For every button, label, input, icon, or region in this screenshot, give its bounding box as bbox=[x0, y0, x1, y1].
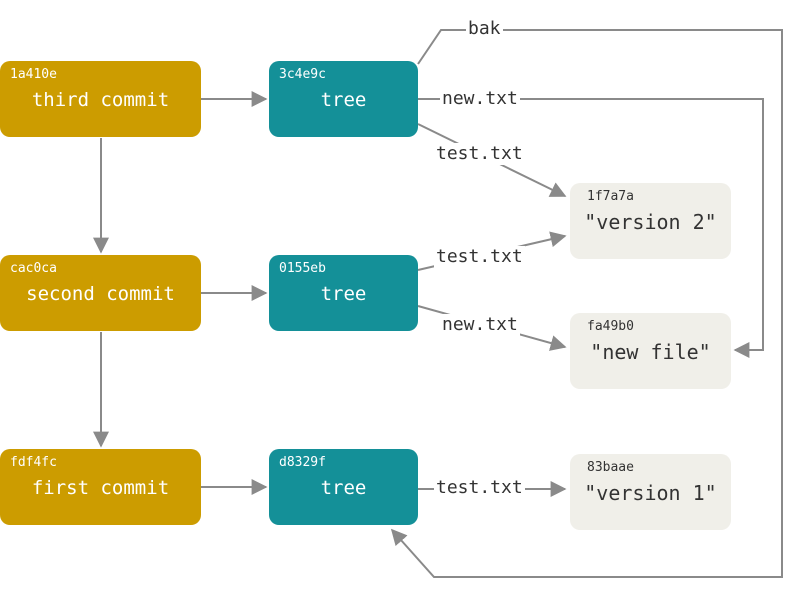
edge-label-tree2-test: test.txt bbox=[434, 246, 525, 268]
tree-node-d8329f: d8329f tree bbox=[269, 449, 418, 525]
commit-node-first: fdf4fc first commit bbox=[0, 449, 201, 525]
tree-node-3c4e9c: 3c4e9c tree bbox=[269, 61, 418, 137]
commit-hash: fdf4fc bbox=[10, 455, 57, 470]
blob-node-1f7a7a: 1f7a7a "version 2" bbox=[570, 183, 731, 259]
blob-node-83baae: 83baae "version 1" bbox=[570, 454, 731, 530]
blob-hash: 83baae bbox=[587, 460, 634, 475]
edge-tree1-new bbox=[418, 98, 764, 358]
commit-label: second commit bbox=[26, 283, 175, 305]
commit-label: third commit bbox=[31, 89, 170, 111]
blob-hash: fa49b0 bbox=[587, 319, 634, 334]
tree-label: tree bbox=[320, 477, 367, 499]
edge-label-tree3-test: test.txt bbox=[434, 477, 525, 499]
blob-label: "new file" bbox=[590, 340, 711, 364]
commit-label: first commit bbox=[31, 477, 170, 499]
tree-hash: d8329f bbox=[279, 455, 326, 470]
commit-node-second: cac0ca second commit bbox=[0, 255, 201, 331]
edge-label-tree1-test: test.txt bbox=[434, 143, 525, 165]
blob-hash: 1f7a7a bbox=[587, 189, 634, 204]
commit-node-third: 1a410e third commit bbox=[0, 61, 201, 137]
blob-node-fa49b0: fa49b0 "new file" bbox=[570, 313, 731, 389]
blob-label: "version 2" bbox=[584, 210, 717, 234]
edge-label-bak: bak bbox=[466, 18, 503, 40]
commit-hash: cac0ca bbox=[10, 261, 57, 276]
edge-bak bbox=[390, 29, 783, 578]
tree-label: tree bbox=[320, 283, 367, 305]
tree-hash: 0155eb bbox=[279, 261, 326, 276]
tree-node-0155eb: 0155eb tree bbox=[269, 255, 418, 331]
blob-label: "version 1" bbox=[584, 481, 717, 505]
tree-label: tree bbox=[320, 89, 367, 111]
edge-label-tree1-new: new.txt bbox=[440, 88, 520, 110]
tree-hash: 3c4e9c bbox=[279, 67, 326, 82]
commit-hash: 1a410e bbox=[10, 67, 57, 82]
edge-label-tree2-new: new.txt bbox=[440, 314, 520, 336]
